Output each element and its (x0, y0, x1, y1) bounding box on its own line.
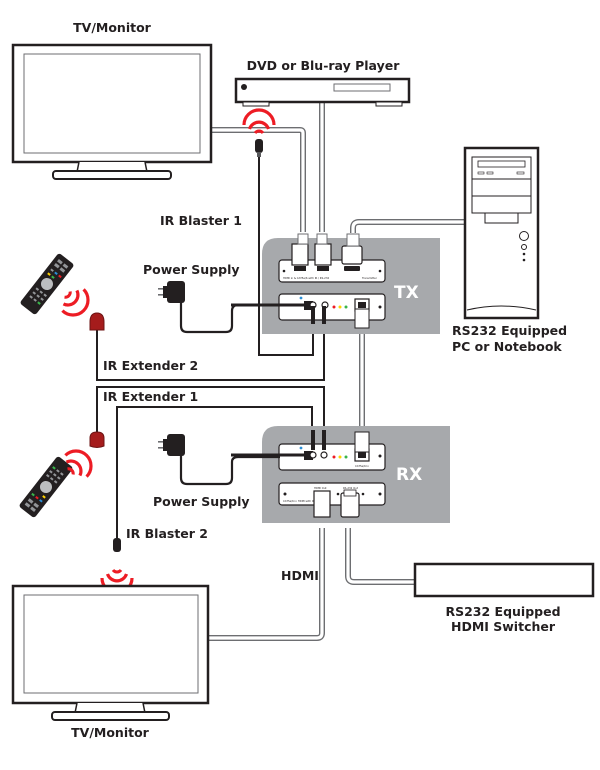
hdmi-label: HDMI (281, 568, 319, 583)
pc-label-line1: RS232 Equipped (452, 323, 568, 338)
svg-text:HDMI Out: HDMI Out (314, 486, 326, 490)
power-supply-rx (158, 434, 280, 486)
ir-signal-remote-top (55, 282, 96, 323)
cable-rs232-pc (350, 219, 467, 233)
wire-ir-extender-2 (96, 310, 325, 381)
rx-unit-label: RX (396, 465, 423, 485)
dvd-player-label: DVD or Blu-ray Player (246, 58, 400, 73)
power-supply-tx (158, 281, 280, 334)
cable-hdmi-tv-bottom (208, 528, 325, 641)
ir-blaster-2-label: IR Blaster 2 (126, 526, 208, 541)
ir-blaster-1-label: IR Blaster 1 (160, 213, 242, 228)
tv-bottom-label: TV/Monitor (71, 725, 149, 740)
switcher-label-line1: RS232 Equipped (445, 604, 561, 619)
svg-text:RS-232 Out: RS-232 Out (343, 486, 358, 490)
ir-extender-1-label: IR Extender 1 (103, 389, 199, 404)
power-supply-tx-label: Power Supply (143, 262, 240, 277)
power-supply-rx-label: Power Supply (153, 494, 250, 509)
tv-monitor-bottom (11, 584, 210, 721)
remote-control-bottom (19, 456, 73, 518)
ir-blaster-2 (100, 538, 134, 595)
cable-hdmi-tv-top (210, 127, 306, 232)
tx-unit-label: TX (394, 283, 419, 303)
dvd-player (234, 77, 411, 107)
rx-unit: CAT5e/6 In CAT5e/6 in HDMI with IR HDMI … (231, 426, 450, 523)
ir-extender-2-receiver (89, 312, 105, 331)
tv-top-label: TV/Monitor (73, 20, 151, 35)
remote-control-top (20, 253, 74, 315)
wire-ir-blaster-2 (116, 406, 313, 540)
svg-text:CAT5e/6 in HDMI with IR: CAT5e/6 in HDMI with IR (283, 499, 315, 503)
svg-text:HDMI in & CAT5e/6 with IR / RS: HDMI in & CAT5e/6 with IR / RS-232 (283, 276, 329, 280)
switcher-label-line2: HDMI Switcher (450, 619, 556, 634)
pc-label-line2: PC or Notebook (452, 339, 562, 354)
pc-tower (463, 146, 540, 320)
wire-ir-extender-1 (96, 386, 325, 437)
svg-text:CAT5e/6 In: CAT5e/6 In (355, 464, 369, 468)
svg-text:Transmitter: Transmitter (362, 276, 378, 280)
ir-blaster-1 (242, 108, 276, 157)
hdmi-switcher (413, 562, 595, 598)
ir-extender-1-receiver (89, 431, 105, 448)
tv-monitor-top (11, 43, 213, 180)
cable-rs232-switcher (345, 528, 415, 585)
tx-unit: HDMI in & CAT5e/6 with IR / RS-232 Trans… (231, 233, 440, 334)
ir-extender-2-label: IR Extender 2 (103, 358, 199, 373)
